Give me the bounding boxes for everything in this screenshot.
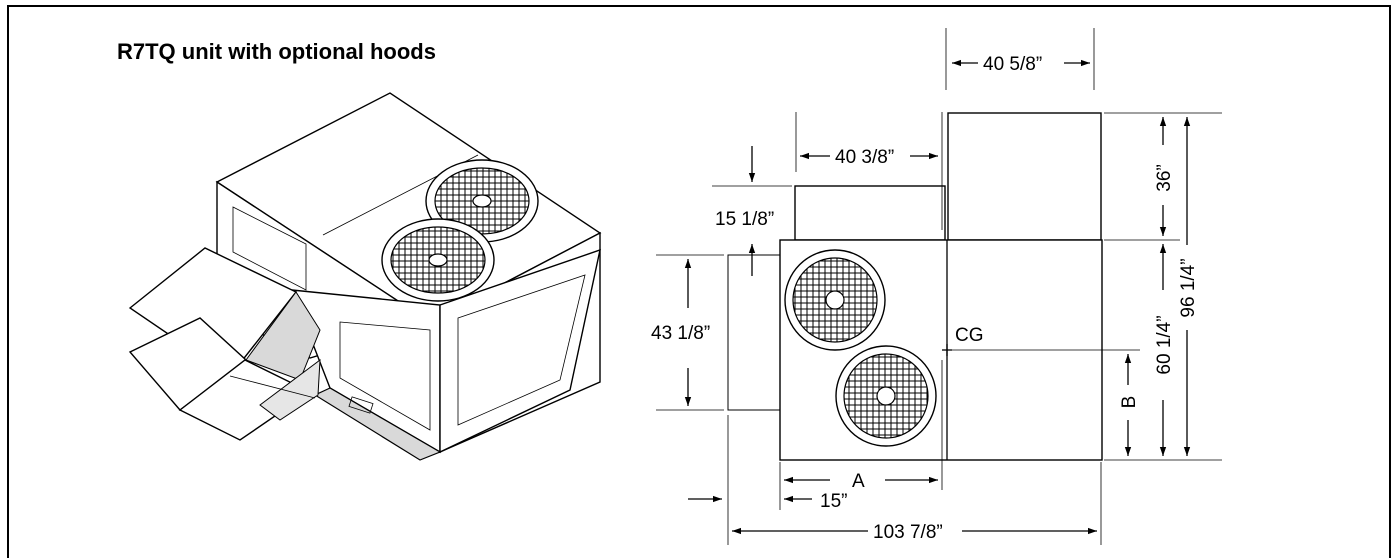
dim-side-hood-depth: 15 1/8” — [712, 146, 792, 276]
dim-text-43-1-8: 43 1/8” — [651, 323, 710, 344]
drawing-frame — [7, 5, 1391, 558]
dim-text-96-1-4: 96 1/4” — [1178, 258, 1199, 317]
plan-fan-1 — [784, 249, 886, 351]
front-hood-right — [439, 248, 601, 454]
access-panel — [232, 206, 307, 291]
dim-side-hood-width: 40 3/8” — [795, 112, 943, 230]
dim-text-b: B — [1119, 396, 1140, 409]
dim-text-36: 36” — [1154, 164, 1175, 191]
dim-text-60-1-4: 60 1/4” — [1154, 315, 1175, 374]
side-hood-left-outline — [727, 254, 781, 411]
dim-text-40-3-8: 40 3/8” — [835, 147, 894, 168]
figure-title: R7TQ unit with optional hoods — [117, 39, 436, 64]
top-hood-outline — [947, 112, 1102, 241]
plan-fan-2 — [835, 345, 937, 447]
dim-top-hood-width: 40 5/8” — [945, 28, 1095, 90]
dim-text-40-5-8: 40 5/8” — [983, 54, 1042, 75]
side-hood-shelves — [128, 247, 321, 441]
dim-text-103-7-8: 103 7/8” — [873, 522, 943, 543]
dim-bottom-horizontal: A 15” 103 7/8” — [688, 360, 1102, 545]
dim-right-vertical: 36” 60 1/4” 96 1/4” B — [1104, 112, 1222, 461]
condenser-fan-2 — [381, 218, 495, 302]
cg-label: CG — [955, 325, 984, 346]
plan-view: CG 40 5/8” 40 3/8” 15 1/8” — [651, 28, 1222, 545]
side-hood-top-outline — [794, 185, 946, 241]
dim-text-15: 15” — [820, 491, 847, 512]
cg-marker: CG — [942, 325, 1140, 356]
dim-text-15-1-8: 15 1/8” — [715, 209, 774, 230]
isometric-unit-view — [128, 92, 602, 461]
dim-text-a: A — [852, 471, 865, 492]
dim-side-hood-height: 43 1/8” — [651, 254, 724, 411]
nameplate — [348, 396, 374, 414]
